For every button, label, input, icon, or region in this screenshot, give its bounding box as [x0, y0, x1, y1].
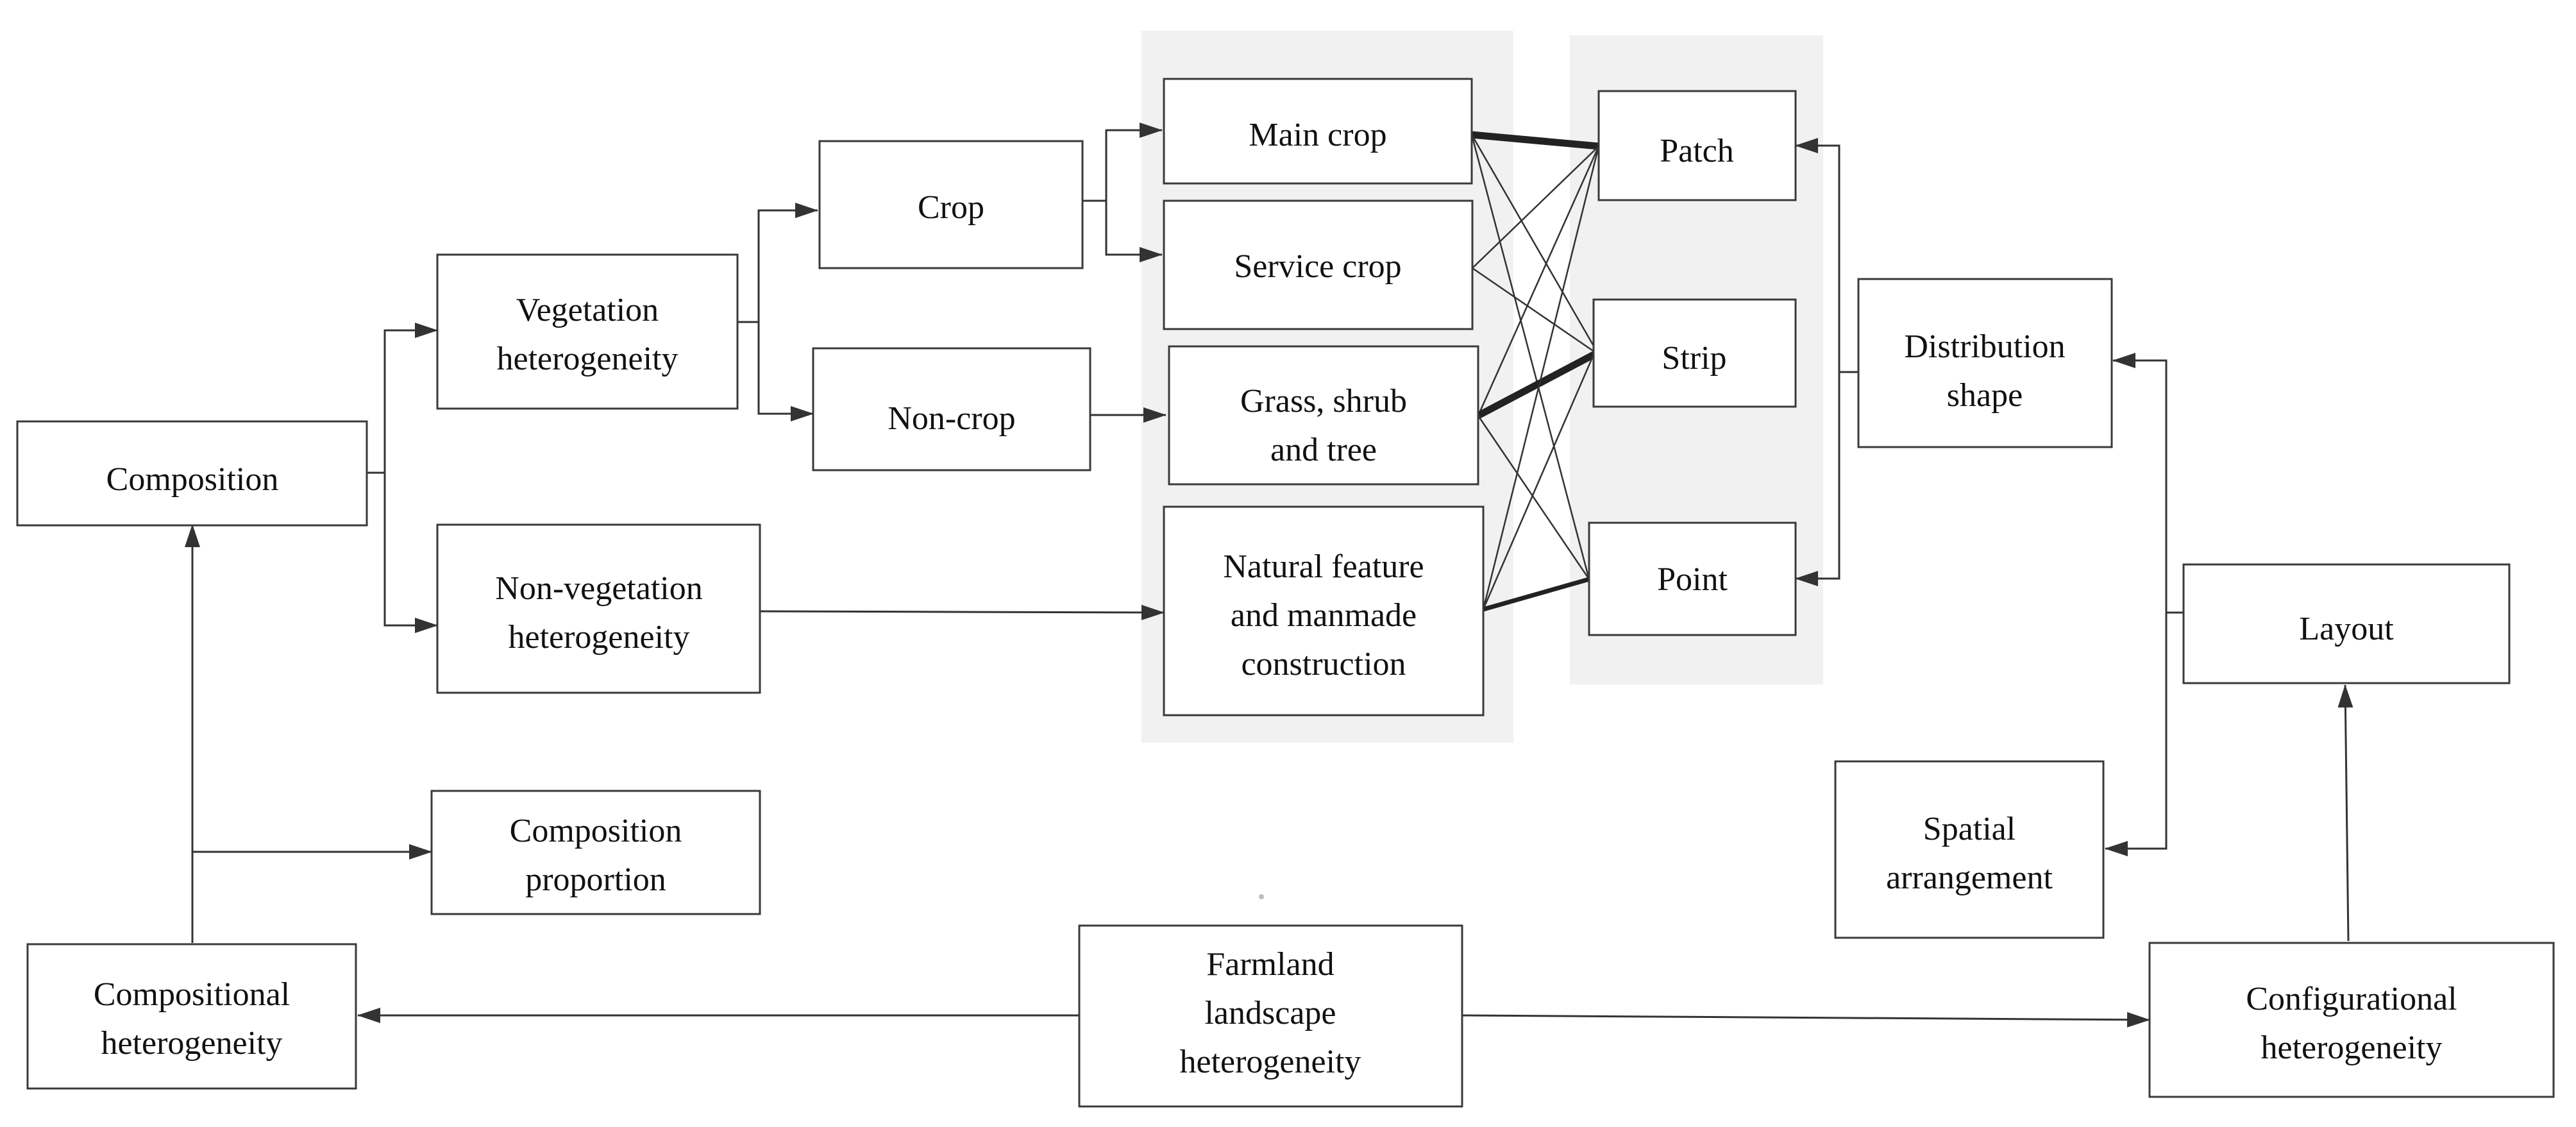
stray-dot: [1259, 894, 1264, 899]
svg-text:Non-crop: Non-crop: [888, 400, 1015, 437]
edge-composition-vegetation: [367, 323, 438, 474]
assoc-natural-patch: [1482, 146, 1600, 610]
crop-box: Crop: [818, 140, 1084, 269]
edge-distribution-point: [1795, 372, 1840, 586]
layout-box: Layout: [2182, 563, 2511, 684]
assoc-grass-patch: [1477, 146, 1600, 416]
svg-text:Patch: Patch: [1660, 133, 1734, 169]
edge-farmland-configurational: [1461, 1012, 2150, 1028]
svg-text:Service crop: Service crop: [1234, 248, 1401, 285]
edge-vegetation-crop: [737, 203, 818, 323]
assoc-main-crop-point: [1470, 134, 1590, 580]
assoc-grass-point: [1477, 415, 1590, 580]
svg-text:Strip: Strip: [1662, 340, 1726, 377]
association-lines: [1468, 131, 1603, 612]
edge-non-vegetation-natural: [759, 604, 1165, 620]
composition-label: Composition: [106, 461, 279, 498]
svg-text:Layout: Layout: [2299, 611, 2394, 647]
edge-composition-non-vegetation: [383, 473, 438, 633]
main-crop-box: Main crop: [1163, 78, 1473, 185]
edge-distribution-patch: [1795, 138, 1858, 373]
svg-text:Main crop: Main crop: [1249, 117, 1386, 153]
edge-crop-service-crop: [1105, 201, 1163, 262]
composition-box: Composition: [16, 420, 368, 527]
assoc-grass-strip: [1474, 351, 1597, 419]
svg-text:Point: Point: [1657, 561, 1728, 598]
service-crop-box: Service crop: [1163, 199, 1474, 330]
assoc-service-crop-patch: [1472, 146, 1599, 269]
edge-configurational-layout: [2337, 684, 2353, 942]
assoc-main-crop-patch: [1468, 131, 1603, 150]
point-box: Point: [1588, 521, 1797, 636]
edge-layout-spatial: [2105, 613, 2168, 856]
connectors: [185, 123, 2353, 1028]
non-crop-box: Non-crop: [812, 347, 1091, 471]
strip-box: Strip: [1592, 298, 1797, 408]
svg-text:Crop: Crop: [918, 189, 984, 226]
edge-layout-distribution: [2112, 353, 2184, 614]
assoc-service-crop-strip: [1472, 267, 1599, 356]
edge-crop-main-crop: [1082, 123, 1163, 202]
patch-box: Patch: [1597, 90, 1797, 201]
edge-vegetation-non-crop: [757, 322, 814, 421]
assoc-natural-strip: [1482, 354, 1595, 610]
assoc-natural-point: [1481, 577, 1592, 612]
assoc-main-crop-strip: [1470, 134, 1600, 355]
